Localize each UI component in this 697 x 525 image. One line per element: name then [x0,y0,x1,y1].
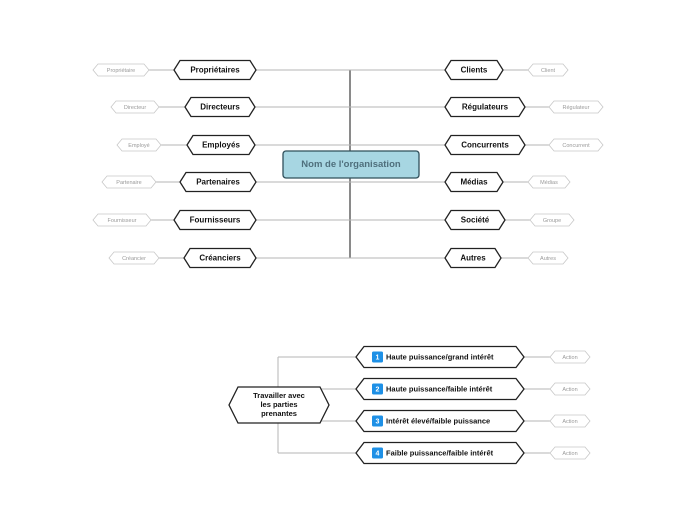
priority-label: Faible puissance/faible intérêt [386,448,494,457]
action-leaf-node[interactable] [549,350,591,364]
leaf-node-right[interactable] [527,251,569,265]
priority-label: Haute puissance/grand intérêt [386,352,494,361]
priority-node[interactable] [355,441,525,465]
stakeholder-node-label: Partenaires [196,178,240,187]
leaf-node-right[interactable] [529,213,575,227]
leaf-node-label: Partenaire [116,180,141,186]
leaf-node-label: Propriétaire [107,68,135,74]
organization-title-node[interactable] [282,150,420,179]
stakeholder-node-right[interactable] [444,59,504,81]
leaf-node-right[interactable] [527,175,571,189]
stakeholder-node-right[interactable] [444,134,526,156]
leaf-node-right[interactable] [548,138,604,152]
leaf-node-left[interactable] [92,63,150,77]
working-title-node[interactable] [228,386,330,424]
leaf-node-left[interactable] [110,100,160,114]
action-leaf-node[interactable] [549,414,591,428]
stakeholder-node-label: Directeurs [200,103,240,112]
leaf-node-right[interactable] [548,100,604,114]
stakeholder-node-left[interactable] [186,134,256,156]
priority-node[interactable] [355,377,525,401]
action-leaf-node[interactable] [549,446,591,460]
leaf-node-label: Concurrent [562,143,590,149]
leaf-node-label: Client [541,68,556,74]
priority-number: 1 [376,354,380,361]
working-title-line: les parties [260,400,297,409]
priority-node[interactable] [355,345,525,369]
action-leaf-node[interactable] [549,382,591,396]
priority-number-badge [372,351,383,363]
stakeholder-node-label: Créanciers [199,254,241,263]
stakeholder-node-left[interactable] [173,209,257,231]
action-leaf-label: Action [562,419,577,425]
connector-lines [149,69,553,454]
leaf-node-label: Fournisseur [107,218,136,224]
leaf-node-label: Régulateur [563,105,590,111]
working-title-line: prenantes [261,409,297,418]
action-leaf-label: Action [562,451,577,457]
leaf-node-label: Directeur [124,105,146,111]
action-leaf-label: Action [562,355,577,361]
stakeholder-node-right[interactable] [444,171,504,193]
stakeholder-node-left[interactable] [179,171,257,193]
priority-number-badge [372,383,383,395]
priority-label: Intérêt élevé/faible puissance [386,416,490,425]
stakeholder-node-label: Régulateurs [462,103,509,112]
leaf-node-left[interactable] [92,213,152,227]
stakeholder-node-right[interactable] [444,247,502,269]
leaf-node-label: Créancier [122,256,146,262]
priority-number: 3 [376,418,380,425]
leaf-node-right[interactable] [527,63,569,77]
stakeholder-node-left[interactable] [183,247,257,269]
stakeholder-node-label: Médias [460,178,488,187]
priority-number: 2 [376,386,380,393]
priority-label: Haute puissance/faible intérêt [386,384,493,393]
leaf-node-label: Autres [540,256,556,262]
stakeholder-node-label: Société [461,216,490,225]
leaf-node-label: Médias [540,180,558,186]
stakeholder-node-label: Clients [461,66,488,75]
organization-title: Nom de l'organisation [301,159,401,170]
leaf-node-label: Employé [128,143,149,149]
stakeholder-node-label: Employés [202,141,240,150]
action-leaf-label: Action [562,387,577,393]
priority-node[interactable] [355,409,525,433]
leaf-node-left[interactable] [108,251,160,265]
priority-number-badge [372,447,383,459]
stakeholder-node-left[interactable] [184,96,256,118]
stakeholder-node-label: Concurrents [461,141,509,150]
working-title-line: Travailler avec [253,391,305,400]
priority-number-badge [372,415,383,427]
stakeholder-node-left[interactable] [173,59,257,81]
stakeholder-node-label: Fournisseurs [190,216,241,225]
priority-number: 4 [376,450,380,457]
stakeholder-node-label: Propriétaires [190,66,240,75]
stakeholder-node-label: Autres [460,254,486,263]
leaf-node-left[interactable] [101,175,157,189]
leaf-node-label: Groupe [543,218,561,224]
stakeholder-node-right[interactable] [444,96,526,118]
stakeholder-node-right[interactable] [444,209,506,231]
leaf-node-left[interactable] [116,138,162,152]
